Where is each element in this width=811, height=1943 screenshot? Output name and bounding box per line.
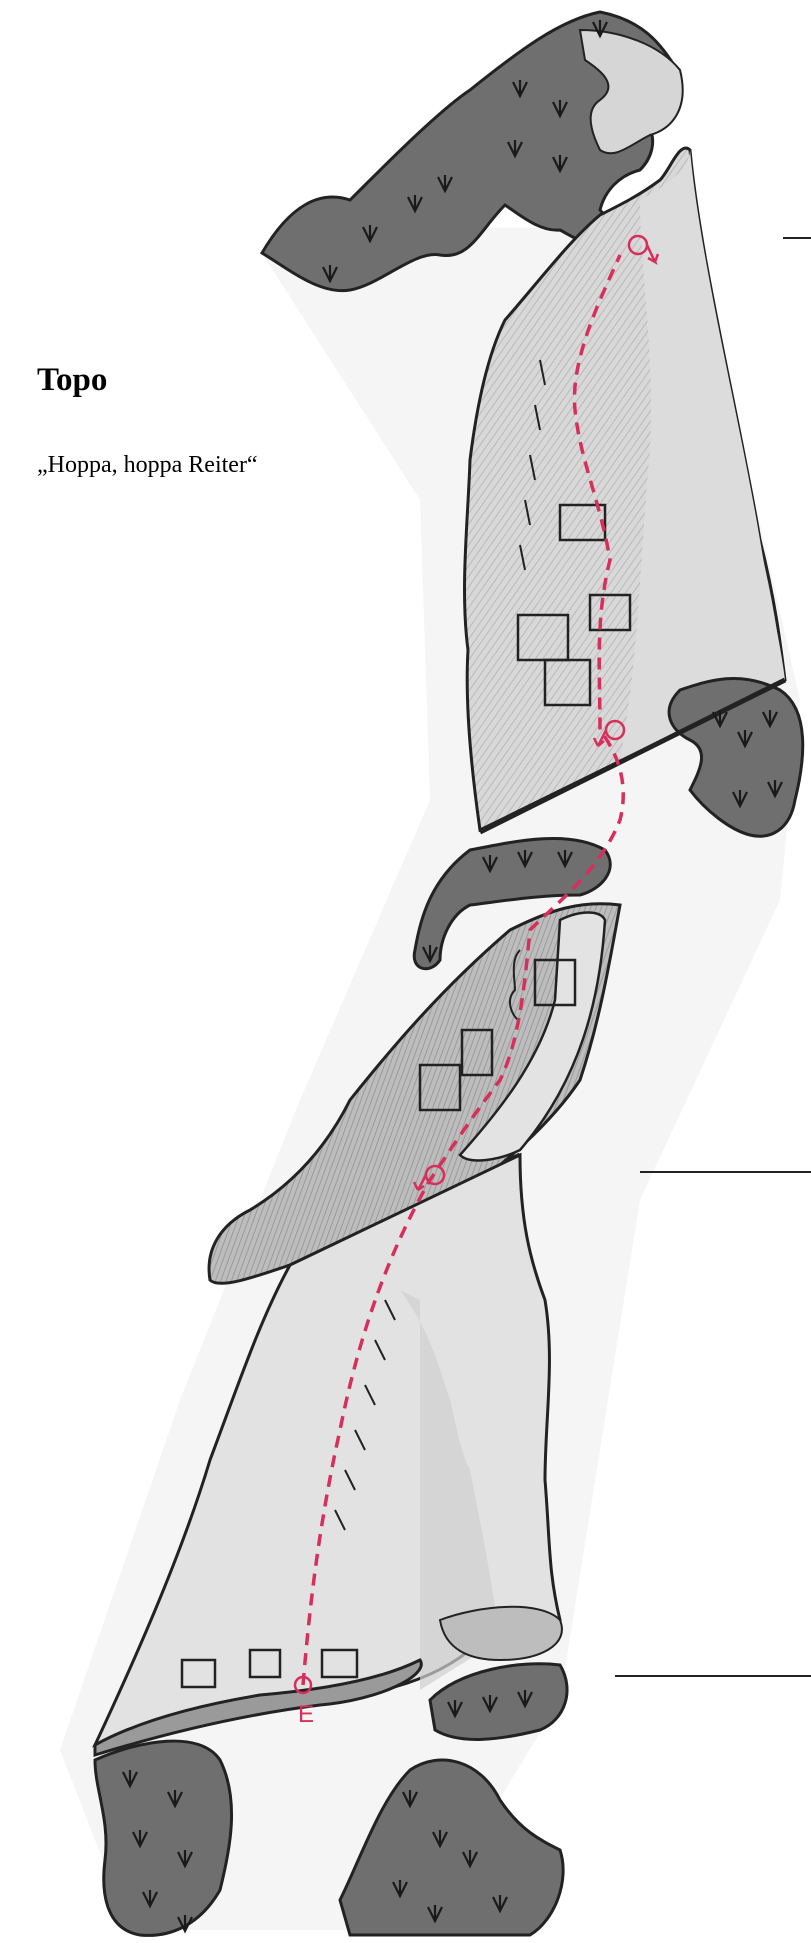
route-start-label: E [298, 1701, 314, 1728]
